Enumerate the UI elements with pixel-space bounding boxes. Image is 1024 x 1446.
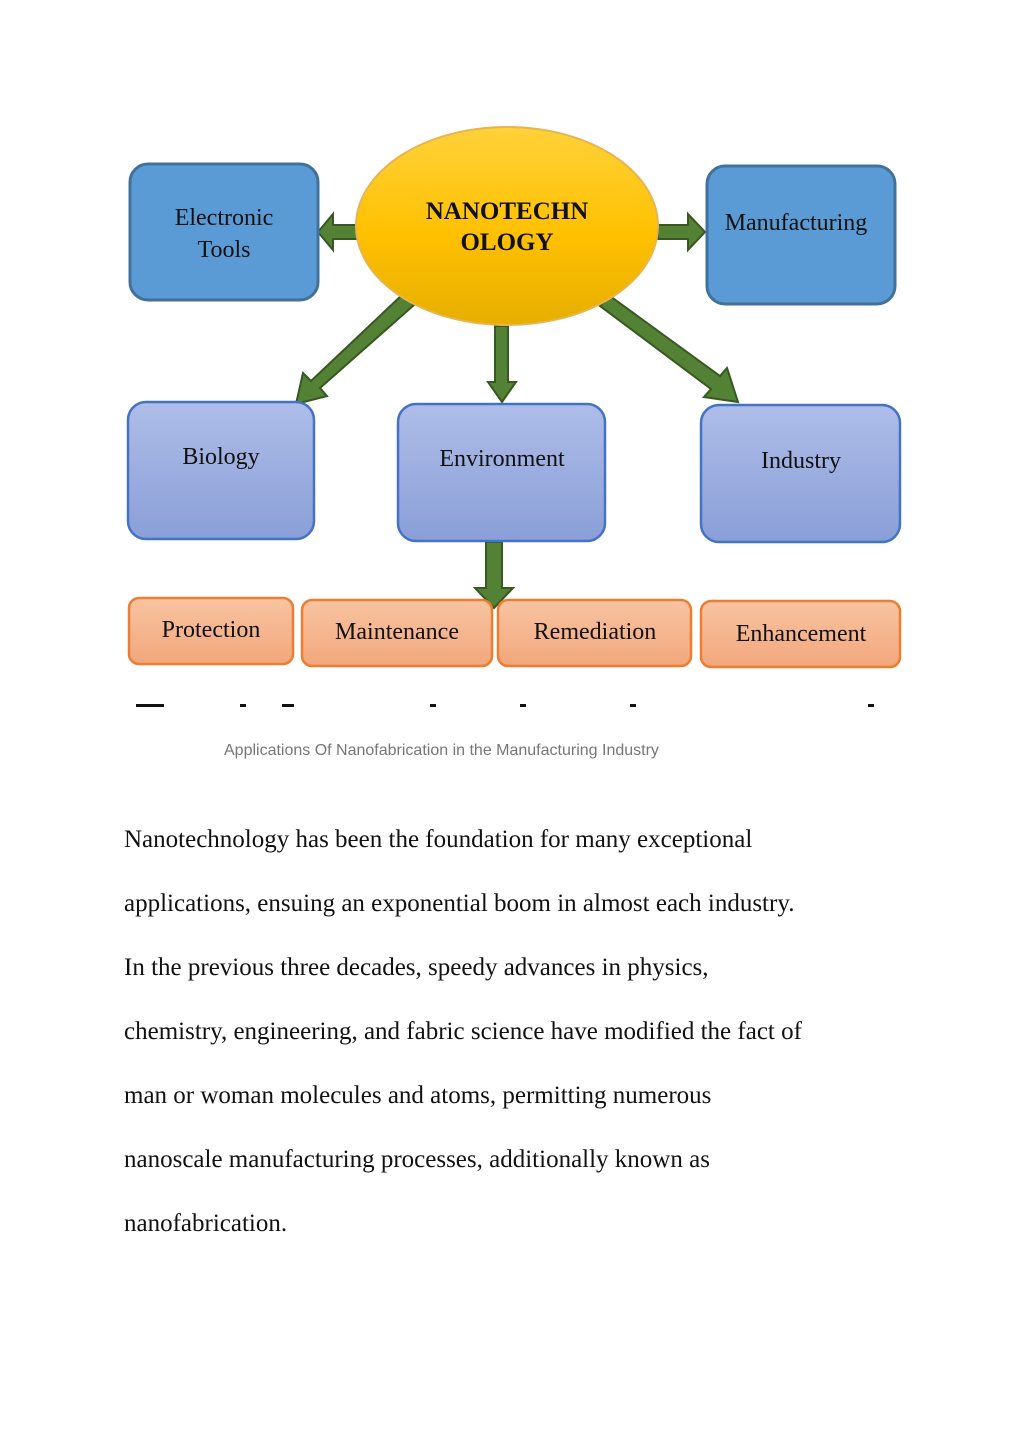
enhancement-label: Enhancement [736,621,867,647]
electronic-tools-label-line1: Electronic [175,205,274,231]
body-line: Nanotechnology has been the foundation f… [124,826,753,853]
maintenance-label: Maintenance [335,619,459,645]
arrow-to-manufacturing [657,211,707,253]
enhancement-node [699,599,902,669]
arrow-to-electronic-tools [316,211,358,253]
body-line: In the previous three decades, speedy ad… [124,954,709,981]
nanotechnology-node [355,126,659,326]
biology-label: Biology [182,444,259,470]
clipped-figure-caption-remnant [136,704,874,707]
maintenance-node [300,598,494,668]
arrow-to-biology [294,292,416,406]
body-line: applications, ensuing an exponential boo… [124,890,795,917]
remediation-label: Remediation [534,619,657,645]
nanotechnology-diagram: NANOTECHN OLOGY Electronic Tools Manufac… [126,126,902,707]
remediation-node [496,598,693,668]
body-line: chemistry, engineering, and fabric scien… [124,1018,802,1045]
manufacturing-node [705,164,897,306]
nanotechnology-label-line1: NANOTECHN [426,198,589,225]
biology-node [126,400,316,541]
protection-node [127,596,295,666]
industry-node [699,403,902,544]
electronic-tools-label-line2: Tools [198,237,251,263]
manufacturing-label: Manufacturing [725,210,868,236]
arrow-to-environment [486,325,518,404]
protection-label: Protection [162,617,261,643]
environment-label: Environment [439,446,565,472]
industry-label: Industry [761,448,841,474]
body-line: man or woman molecules and atoms, permit… [124,1082,712,1109]
body-paragraph: Nanotechnology has been the foundation f… [124,808,924,1256]
nanotechnology-label-line2: OLOGY [460,229,553,256]
arrow-to-industry [598,294,740,404]
environment-node [396,402,607,543]
arrow-to-maintenance-remediation [472,541,516,610]
electronic-tools-node [128,162,320,302]
image-caption: Applications Of Nanofabrication in the M… [224,742,659,759]
body-line: nanofabrication. [124,1210,288,1237]
body-line: nanoscale manufacturing processes, addit… [124,1146,710,1173]
